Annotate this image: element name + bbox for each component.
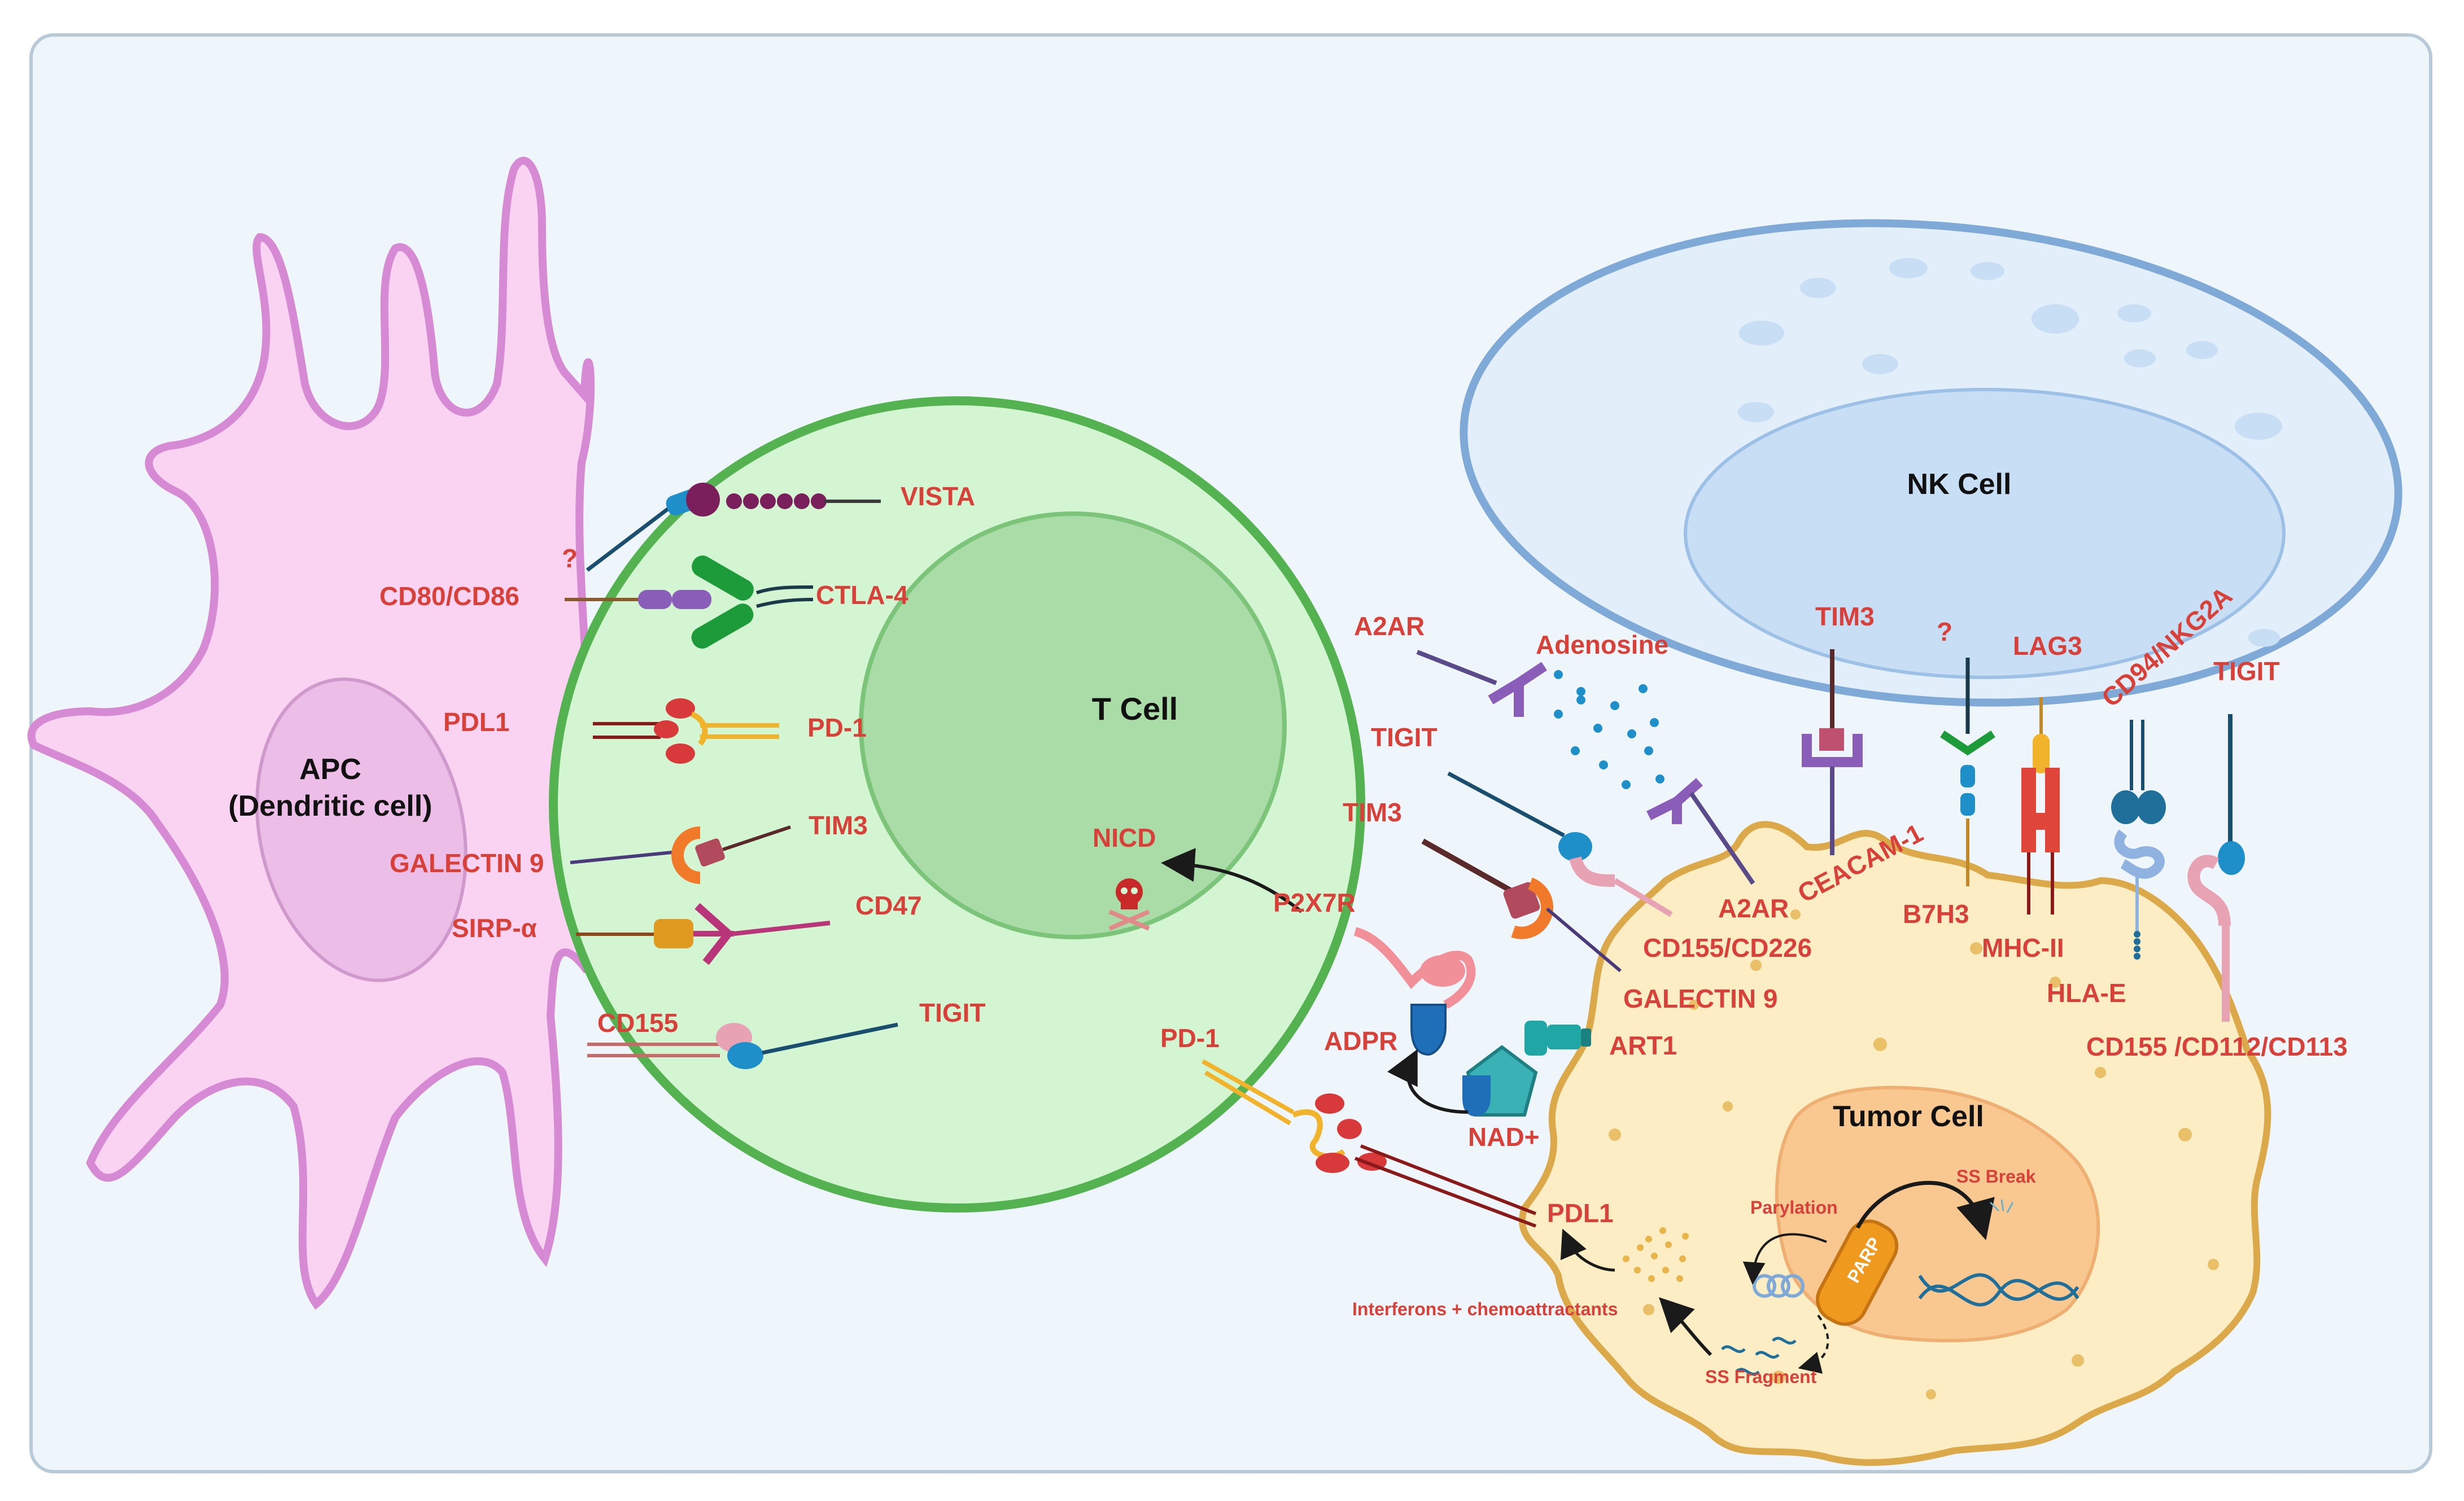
label-adpr: ADPR <box>1324 1026 1397 1056</box>
label-ss-fragment: SS Fragment <box>1705 1367 1817 1387</box>
tumor-title: Tumor Cell <box>1833 1100 1984 1133</box>
a2ar-receptor-tcell <box>1416 650 1547 717</box>
tumor-speckles <box>1609 909 2219 1399</box>
label-pd1-apc: PD-1 <box>807 713 867 742</box>
a2ar-receptor-tumor <box>1646 778 1755 885</box>
p2x7r-receptor <box>1353 927 1476 1009</box>
label-pd1-tumor: PD-1 <box>1160 1023 1220 1053</box>
label-galectin9-apc: GALECTIN 9 <box>390 848 544 878</box>
tim3-nk-receptor <box>1802 649 1863 855</box>
label-a2ar-tcell: A2AR <box>1354 611 1425 641</box>
label-parylation: Parylation <box>1750 1197 1838 1218</box>
sirpa-cd47 <box>576 903 831 965</box>
nkcell-title: NK Cell <box>1907 468 2012 501</box>
interferon-dots <box>1623 1227 1689 1282</box>
nk-granules <box>1738 258 2282 647</box>
fragment-dashed-arrow <box>1798 1314 1829 1374</box>
label-ctla4: CTLA-4 <box>816 580 908 610</box>
interferon-arrow <box>1560 1228 1615 1272</box>
label-pdl1-tumor: PDL1 <box>1547 1198 1614 1228</box>
label-tim3-apc: TIM3 <box>809 811 868 840</box>
label-interferons: Interferons + chemoattractants <box>1352 1299 1618 1319</box>
parp-complex <box>1753 1219 1899 1326</box>
label-tim3-tcell: TIM3 <box>1343 798 1402 827</box>
dna-helix <box>1918 1273 2079 1307</box>
label-tigit-apc: TIGIT <box>919 998 986 1027</box>
label-ss-break: SS Break <box>1956 1166 2036 1187</box>
fragment-arrow <box>1659 1297 1712 1356</box>
tim3-galectin9-apc <box>570 825 791 884</box>
apc-nucleus <box>255 677 468 982</box>
label-art1: ART1 <box>1609 1031 1677 1060</box>
dna-break-sparks <box>1989 1199 2014 1213</box>
label-p2x7r: P2X7R <box>1273 888 1356 917</box>
label-cd155-cd226: CD155/CD226 <box>1643 933 1812 962</box>
art1-enzyme <box>1524 1021 1591 1056</box>
label-galectin9-tumor: GALECTIN 9 <box>1623 984 1777 1013</box>
label-hlae: HLA-E <box>2047 978 2126 1008</box>
ctla4-receptor <box>565 555 814 649</box>
tim3-galectin9-tumor <box>1421 838 1622 973</box>
nad-arrow <box>1387 1049 1469 1114</box>
label-question-apc: ? <box>562 544 578 573</box>
label-sirpa: SIRP-α <box>452 913 537 943</box>
cd94-hlae-receptor <box>2111 720 2166 960</box>
vista-receptor <box>586 483 881 572</box>
ss-break-arrow <box>1855 1180 1995 1241</box>
label-cd155-apc: CD155 <box>597 1008 678 1038</box>
nicd-arrow <box>1161 848 1303 913</box>
adpr-molecule <box>1410 1004 1447 1056</box>
label-tigit-nk: TIGIT <box>2213 657 2280 686</box>
parylation-arrow <box>1742 1233 1827 1285</box>
b7h3-receptor <box>1940 658 1995 886</box>
label-lag3: LAG3 <box>2013 631 2082 660</box>
nk-nucleus <box>1684 388 2286 679</box>
ss-fragments <box>1721 1337 1797 1376</box>
label-cd155-cd112: CD155 /CD112/CD113 <box>2086 1032 2348 1061</box>
label-mhcii: MHC-II <box>1982 933 2064 962</box>
tigit-cd155-tumor <box>1447 771 1673 917</box>
label-vista: VISTA <box>901 482 975 511</box>
label-question-nk: ? <box>1937 617 1952 646</box>
adenosine-particles <box>1554 670 1664 789</box>
label-a2ar-tumor: A2AR <box>1718 894 1789 923</box>
label-nad: NAD+ <box>1468 1122 1540 1152</box>
apc-subtitle: (Dendritic cell) <box>228 790 432 822</box>
label-cd80-cd86: CD80/CD86 <box>379 581 519 611</box>
label-b7h3: B7H3 <box>1903 899 1969 929</box>
label-cd47: CD47 <box>855 891 922 920</box>
label-nicd: NICD <box>1093 823 1156 852</box>
apc-cell <box>27 156 595 1310</box>
label-tigit-tcell: TIGIT <box>1371 723 1438 752</box>
label-adenosine: Adenosine <box>1536 630 1668 659</box>
tcell-title: T Cell <box>1092 691 1178 727</box>
tigit-cd155-nk <box>2187 714 2245 1022</box>
label-tim3-nk: TIM3 <box>1815 602 1875 631</box>
apc-title: APC <box>299 753 361 786</box>
cd155-tigit-apc <box>587 1022 898 1069</box>
pd1-pdl1-apc <box>593 698 779 764</box>
nad-small <box>1462 1075 1491 1117</box>
lag3-mhcii-receptor <box>2021 697 2060 914</box>
pd1-pdl1-tumor <box>1202 1059 1537 1228</box>
t-cell-nucleus <box>859 511 1287 939</box>
skull-icon <box>1108 878 1150 931</box>
label-pdl1-apc: PDL1 <box>443 707 510 737</box>
